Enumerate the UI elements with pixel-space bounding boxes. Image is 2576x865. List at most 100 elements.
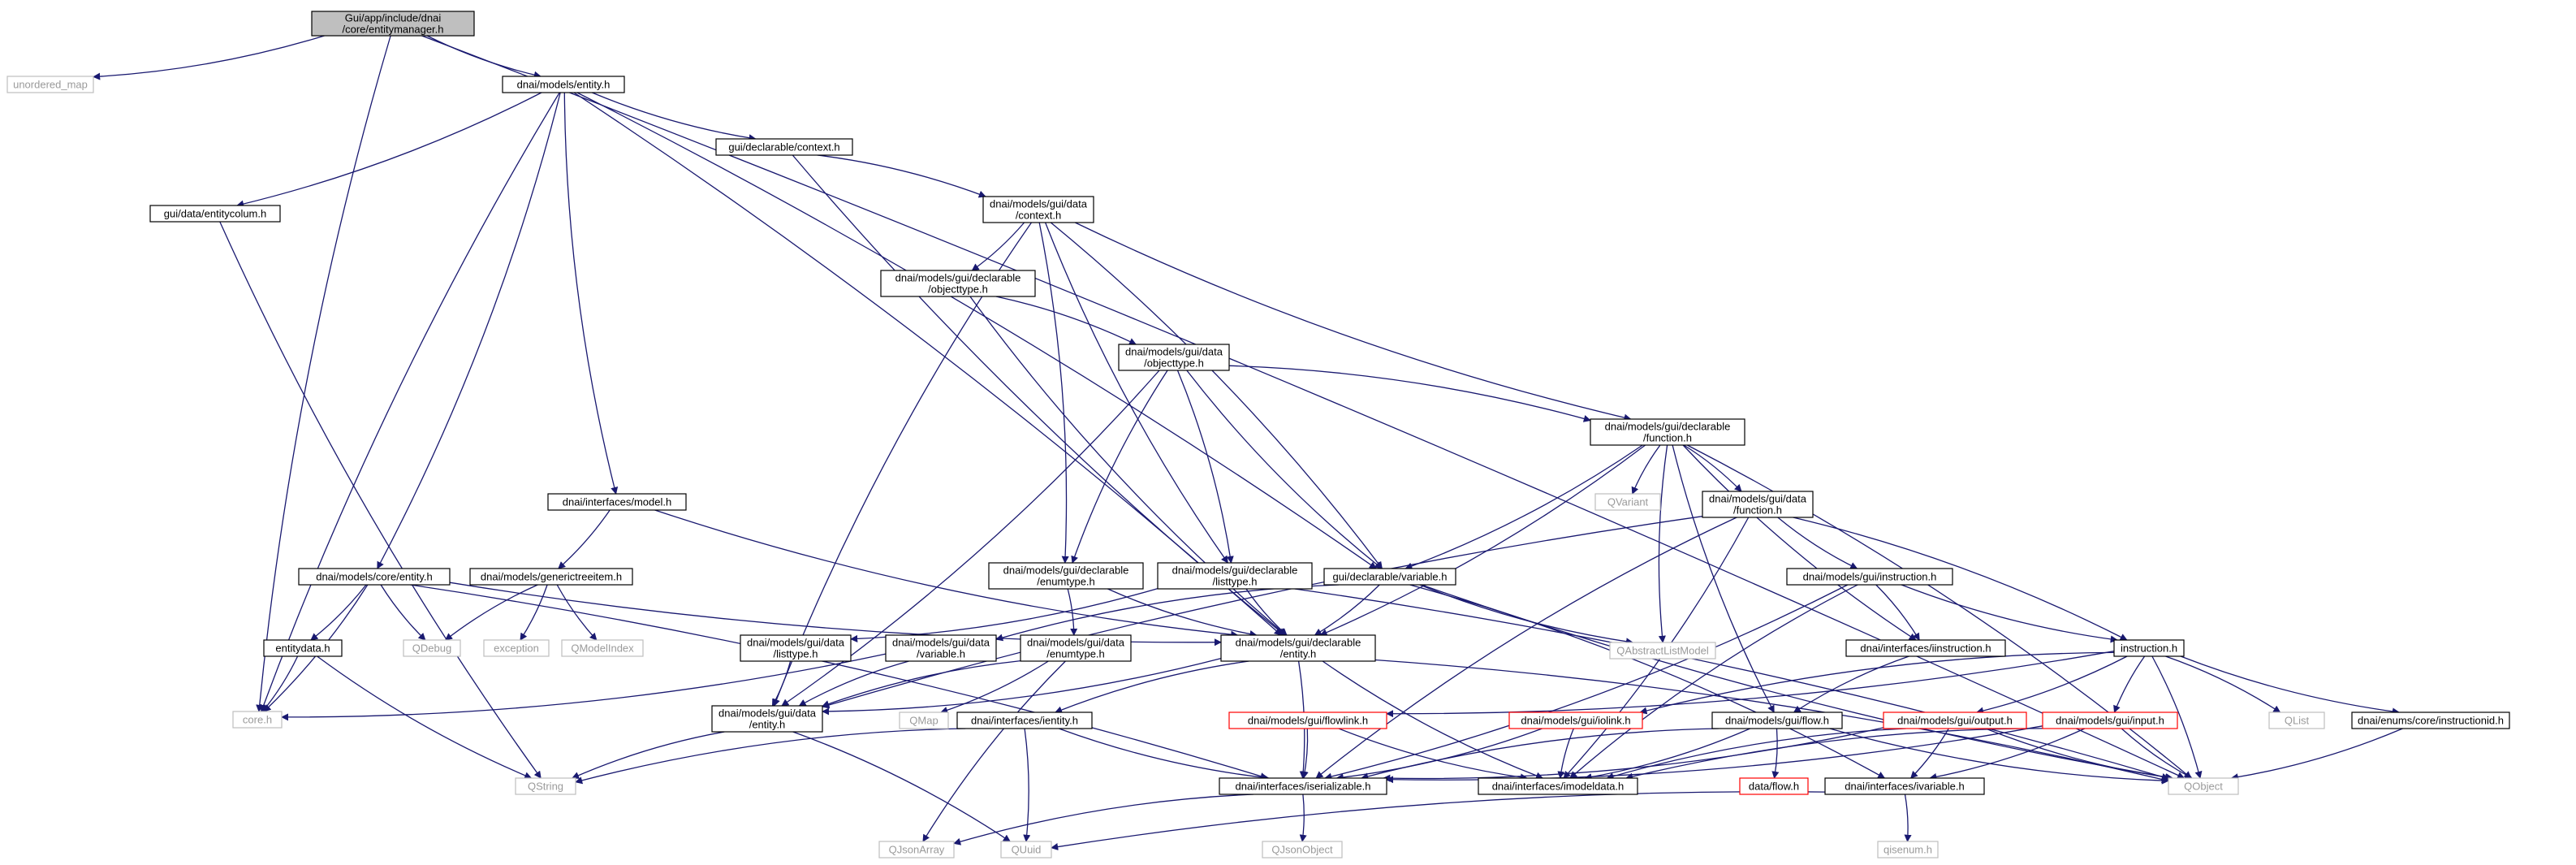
node-core_h[interactable]: core.h bbox=[232, 711, 283, 729]
node-gui_data_entity[interactable]: dnai/models/gui/data/entity.h bbox=[711, 705, 823, 733]
edge-instruction-to-qlist bbox=[2165, 655, 2281, 713]
node-label: QVariant bbox=[1607, 496, 1649, 508]
node-qjsonarray[interactable]: QJsonArray bbox=[878, 841, 955, 859]
node-entitydata[interactable]: entitydata.h bbox=[263, 639, 343, 657]
node-flowlink[interactable]: dnai/models/gui/flowlink.h bbox=[1228, 711, 1387, 729]
edge-flowlink-to-iserializable bbox=[1301, 728, 1309, 779]
node-label: /context.h bbox=[1016, 210, 1061, 222]
node-models_entity[interactable]: dnai/models/entity.h bbox=[502, 76, 625, 93]
edge-gui_flow-to-iserializable bbox=[1361, 728, 1719, 781]
node-label: QObject bbox=[2184, 781, 2223, 793]
node-root[interactable]: Gui/app/include/dnai/core/entitymanager.… bbox=[311, 11, 475, 37]
node-gui_data_objecttype[interactable]: dnai/models/gui/data/objecttype.h bbox=[1118, 344, 1230, 371]
node-box-gui_data_entitycolum bbox=[149, 205, 281, 223]
node-label: qisenum.h bbox=[1883, 844, 1932, 856]
edge-gui_data_variable-to-gui_data_entity bbox=[798, 660, 909, 707]
node-label: dnai/models/gui/data bbox=[1709, 493, 1807, 505]
node-label: dnai/interfaces/ientity.h bbox=[971, 715, 1078, 727]
node-box-imodeldata bbox=[1478, 777, 1638, 795]
node-iinstruction[interactable]: dnai/interfaces/iinstruction.h bbox=[1845, 639, 2006, 657]
edge-gui_decl_function-to-gui_decl_entity bbox=[1319, 444, 1646, 636]
node-gui_output[interactable]: dnai/models/gui/output.h bbox=[1883, 711, 2027, 729]
edge-ientity-to-iserializable bbox=[1059, 728, 1270, 781]
edge-gui_data_context-to-gui_decl_enumtype bbox=[1038, 222, 1069, 564]
node-generictreeitem[interactable]: dnai/models/generictreeitem.h bbox=[469, 568, 633, 586]
node-qobject[interactable]: QObject bbox=[2168, 777, 2239, 795]
node-qisenum[interactable]: qisenum.h bbox=[1877, 841, 1939, 859]
edge-gui_output-to-iserializable bbox=[1383, 727, 1884, 782]
edge-gui_decl_enumtype-to-gui_data_enumtype bbox=[1067, 588, 1078, 636]
node-gui_flow[interactable]: dnai/models/gui/flow.h bbox=[1711, 711, 1843, 729]
node-unordered_map[interactable]: unordered_map bbox=[6, 76, 94, 93]
node-gui_data_listtype[interactable]: dnai/models/gui/data/listtype.h bbox=[740, 634, 852, 662]
node-qdebug[interactable]: QDebug bbox=[403, 639, 461, 657]
node-gui_decl_entity[interactable]: dnai/models/gui/declarable/entity.h bbox=[1220, 634, 1376, 662]
node-box-unordered_map bbox=[6, 76, 94, 93]
node-iolink[interactable]: dnai/models/gui/iolink.h bbox=[1508, 711, 1643, 729]
node-box-gui_flow bbox=[1711, 711, 1843, 729]
node-gui_data_enumtype[interactable]: dnai/models/gui/data/enumtype.h bbox=[1020, 634, 1132, 662]
edge-gui_data_objecttype-to-gui_decl_listtype bbox=[1176, 370, 1234, 564]
edge-gui_data_objecttype-to-gui_decl_enumtype bbox=[1071, 370, 1168, 564]
edge-gui_instruction-to-imodeldata bbox=[1569, 584, 1858, 779]
node-gui_decl_objecttype[interactable]: dnai/models/gui/declarable/objecttype.h bbox=[880, 270, 1036, 297]
node-gui_instruction[interactable]: dnai/models/gui/instruction.h bbox=[1786, 568, 1953, 586]
edge-iserializable-to-qjsonobject bbox=[1299, 794, 1307, 842]
node-box-iserializable bbox=[1219, 777, 1387, 795]
edge-generictreeitem-to-qdebug bbox=[444, 584, 538, 641]
node-gui_decl_listtype[interactable]: dnai/models/gui/declarable/listtype.h bbox=[1157, 562, 1313, 590]
node-box-qmodelindex bbox=[561, 639, 644, 657]
node-box-gui_data_variable bbox=[885, 634, 997, 662]
node-gui_decl_function[interactable]: dnai/models/gui/declarable/function.h bbox=[1590, 418, 1745, 446]
node-box-generictreeitem bbox=[469, 568, 633, 586]
node-decl_variable[interactable]: gui/declarable/variable.h bbox=[1323, 568, 1456, 586]
node-exception[interactable]: exception bbox=[483, 639, 550, 657]
node-gui_data_context[interactable]: dnai/models/gui/data/context.h bbox=[982, 196, 1094, 223]
node-qstring[interactable]: QString bbox=[515, 777, 576, 795]
node-instructionid[interactable]: dnai/enums/core/instructionid.h bbox=[2351, 711, 2510, 729]
node-iserializable[interactable]: dnai/interfaces/iserializable.h bbox=[1219, 777, 1387, 795]
edge-root-to-models_entity bbox=[426, 35, 542, 79]
node-qvariant[interactable]: QVariant bbox=[1594, 493, 1661, 511]
node-qmodelindex[interactable]: QModelIndex bbox=[561, 639, 644, 657]
node-box-exception bbox=[483, 639, 550, 657]
edge-gui_decl_listtype-to-qobject bbox=[1294, 588, 2169, 781]
edge-gui_data_objecttype-to-gui_data_entity bbox=[781, 370, 1160, 707]
edge-instruction-to-gui_input bbox=[2113, 655, 2146, 713]
node-gui_data_function[interactable]: dnai/models/gui/data/function.h bbox=[1702, 491, 1814, 518]
node-label: dnai/models/gui/declarable bbox=[1003, 564, 1129, 577]
node-instruction[interactable]: instruction.h bbox=[2113, 639, 2185, 657]
node-ivariable[interactable]: dnai/interfaces/ivariable.h bbox=[1824, 777, 1985, 795]
node-label: dnai/models/core/entity.h bbox=[316, 571, 433, 583]
edge-gui_data_entitycolum-to-qstring bbox=[219, 221, 542, 779]
edge-gui_data_context-to-decl_variable bbox=[1050, 222, 1383, 569]
node-data_flow[interactable]: data/flow.h bbox=[1739, 777, 1809, 795]
node-qmap[interactable]: QMap bbox=[899, 711, 949, 729]
node-quuid[interactable]: QUuid bbox=[1000, 841, 1052, 859]
node-gui_input[interactable]: dnai/models/gui/input.h bbox=[2042, 711, 2178, 729]
node-label: dnai/interfaces/iinstruction.h bbox=[1860, 642, 1991, 655]
node-gui_decl_enumtype[interactable]: dnai/models/gui/declarable/enumtype.h bbox=[988, 562, 1144, 590]
node-gui_data_variable[interactable]: dnai/models/gui/data/variable.h bbox=[885, 634, 997, 662]
edge-gui_flow-to-imodeldata bbox=[1584, 728, 1750, 781]
node-qjsonobject[interactable]: QJsonObject bbox=[1262, 841, 1343, 859]
node-qabstractlistmodel[interactable]: QAbstractListModel bbox=[1609, 642, 1716, 660]
node-label: dnai/models/gui/declarable bbox=[1172, 564, 1298, 577]
node-core_entity[interactable]: dnai/models/core/entity.h bbox=[298, 568, 451, 586]
node-decl_context[interactable]: gui/declarable/context.h bbox=[715, 138, 853, 156]
node-gui_data_entitycolum[interactable]: gui/data/entitycolum.h bbox=[149, 205, 281, 223]
node-imodeldata[interactable]: dnai/interfaces/imodeldata.h bbox=[1478, 777, 1638, 795]
edge-gui_instruction-to-instruction bbox=[1901, 584, 2118, 643]
node-box-gui_data_entity bbox=[711, 705, 823, 733]
node-qlist[interactable]: QList bbox=[2268, 711, 2325, 729]
edge-instruction-to-qobject bbox=[2151, 655, 2203, 779]
node-label: dnai/models/gui/data bbox=[1125, 346, 1223, 358]
node-box-decl_variable bbox=[1323, 568, 1456, 586]
node-label: dnai/models/gui/data bbox=[990, 198, 1088, 210]
node-box-qstring bbox=[515, 777, 576, 795]
node-interfaces_model[interactable]: dnai/interfaces/model.h bbox=[547, 493, 687, 511]
node-label: entitydata.h bbox=[275, 642, 330, 655]
node-label: core.h bbox=[243, 714, 272, 726]
node-ientity[interactable]: dnai/interfaces/ientity.h bbox=[956, 711, 1093, 729]
edge-instruction-to-flowlink bbox=[1386, 651, 2115, 718]
